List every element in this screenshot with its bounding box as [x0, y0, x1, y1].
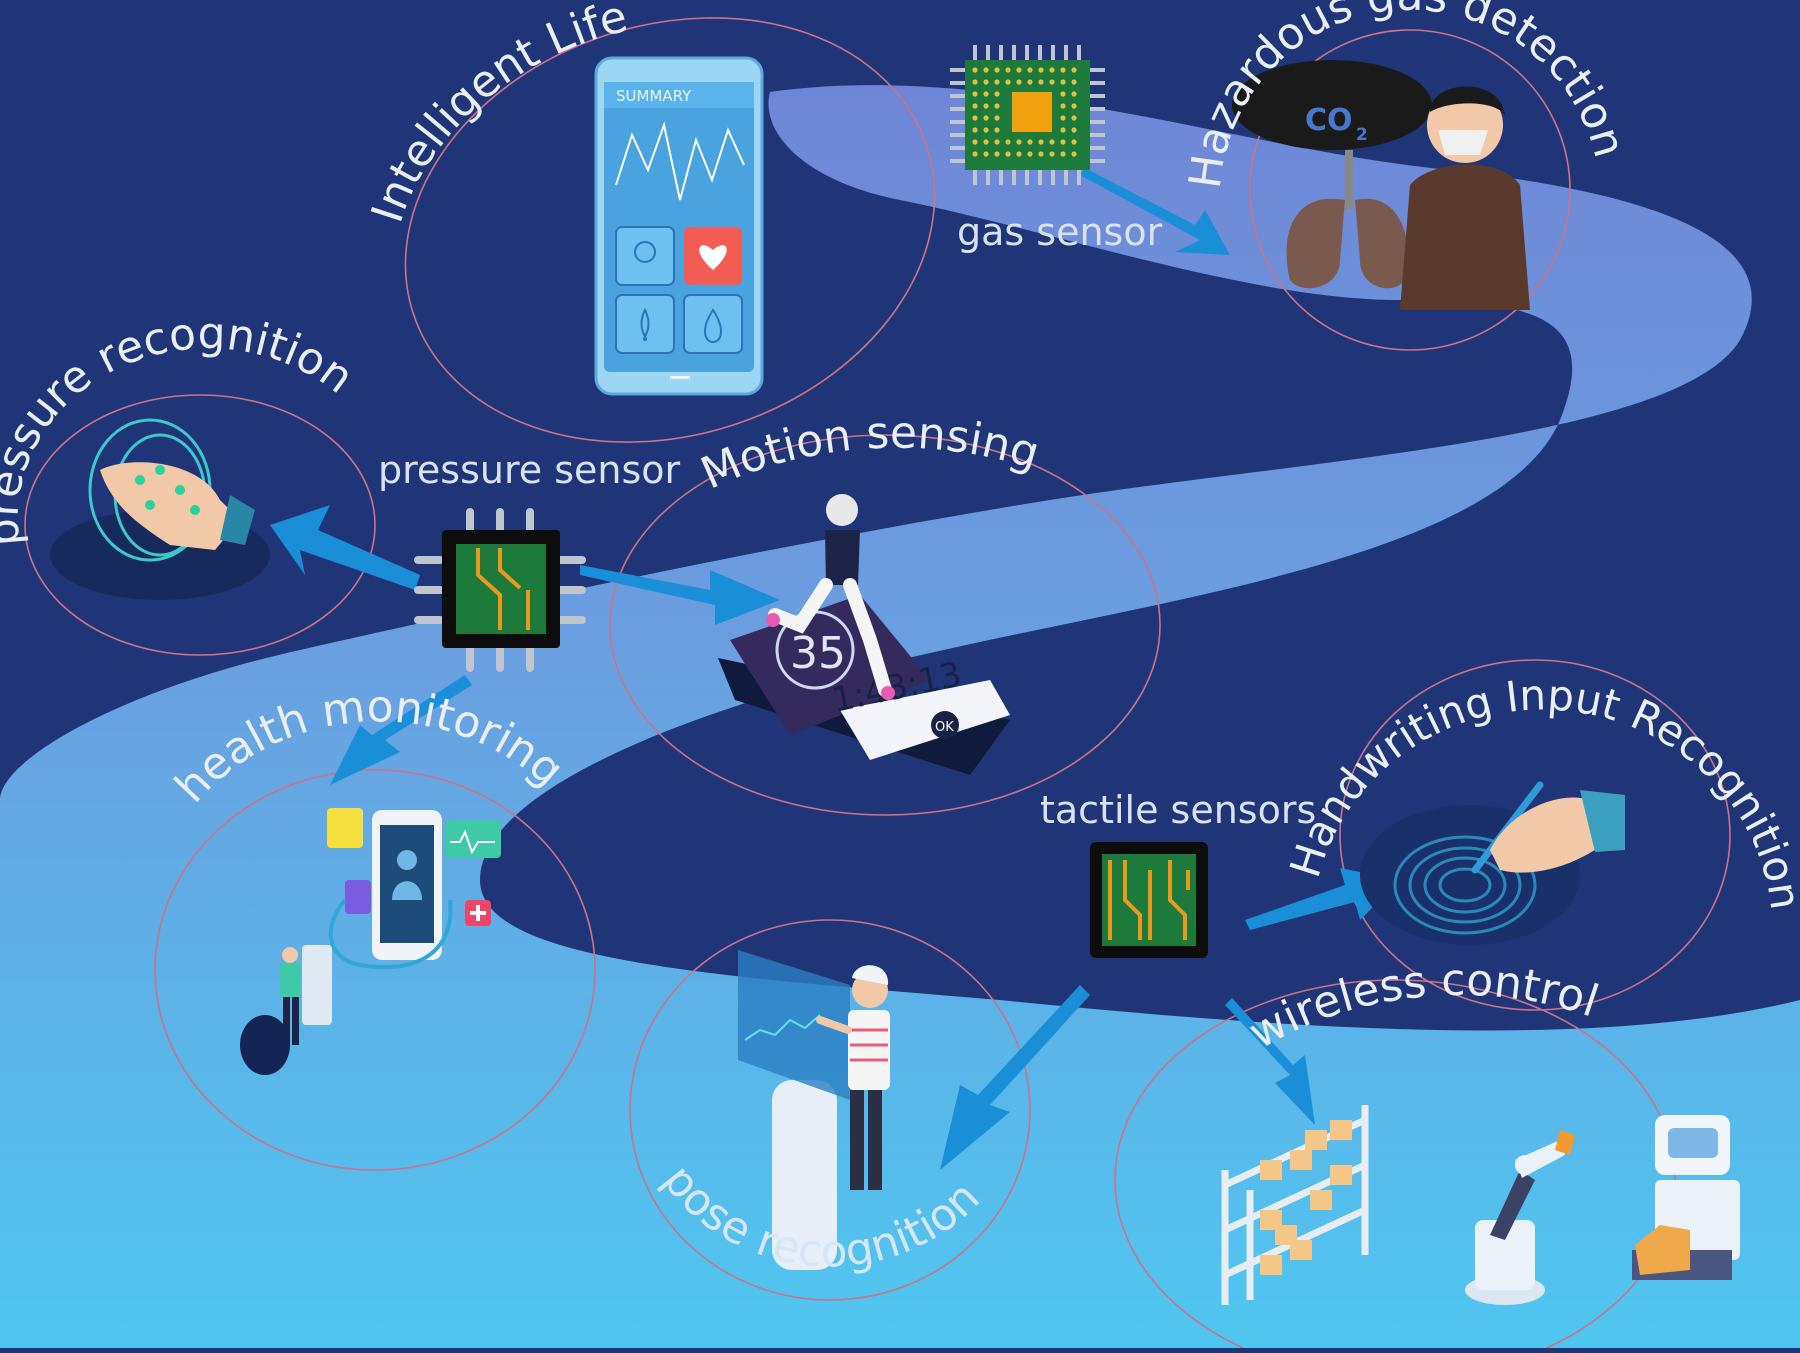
chip-dot	[983, 115, 989, 121]
chip-dot	[994, 91, 1000, 97]
lungs-icon: CO 2	[1232, 60, 1432, 289]
co2-subscript: 2	[1356, 125, 1368, 145]
circle-handwriting	[1339, 659, 1731, 1011]
sensor-label-gas: gas sensor	[957, 210, 1163, 254]
chip-dot	[983, 103, 989, 109]
arrow-pressure	[270, 505, 420, 590]
chip-dot	[983, 67, 989, 73]
chip-dot	[994, 151, 1000, 157]
chip-dot	[972, 103, 978, 109]
chip-dot	[994, 127, 1000, 133]
hand-icon	[50, 418, 270, 600]
doctor-phone-icon	[240, 808, 501, 1075]
chip-dot	[1038, 67, 1044, 73]
circle-pose	[629, 919, 1031, 1301]
winding-path	[0, 85, 1800, 1348]
chip-dot	[1027, 79, 1033, 85]
chip-dot	[1060, 91, 1066, 97]
arrows	[270, 168, 1400, 1170]
phone-summary-label: SUMMARY	[616, 87, 692, 105]
run-ok: OK	[935, 720, 954, 735]
chip-dot	[1071, 91, 1077, 97]
chip-dot	[983, 127, 989, 133]
runner-icon: 35 1:43:13 OK	[718, 494, 1010, 775]
chip-dot	[1071, 67, 1077, 73]
chip-dot	[1038, 139, 1044, 145]
chip-dot	[1060, 115, 1066, 121]
winding-path-inner	[930, 230, 1540, 349]
chip-dot	[983, 151, 989, 157]
chip-dot	[972, 115, 978, 121]
masked-person-icon	[1400, 86, 1530, 310]
chip-dot	[1071, 79, 1077, 85]
vr-person-icon	[738, 950, 890, 1270]
co2-label: CO	[1305, 103, 1353, 138]
chip-dot	[1071, 127, 1077, 133]
chip-dot	[972, 67, 978, 73]
circle-hazardous-gas	[1249, 29, 1571, 351]
chip-dot	[1060, 151, 1066, 157]
chip-dot	[1071, 103, 1077, 109]
arrow-wireless	[1225, 998, 1315, 1125]
chip-dot	[983, 139, 989, 145]
circle-pressure	[24, 394, 376, 656]
chip-dot	[994, 139, 1000, 145]
sensor-label-pressure: pressure sensor	[378, 448, 681, 492]
arrow-pose	[940, 985, 1090, 1170]
gas-chip-icon	[950, 45, 1105, 185]
chip-dot	[994, 115, 1000, 121]
chip-dot	[1071, 151, 1077, 157]
tactile-chip-icon	[1090, 842, 1208, 958]
chip-dot	[1060, 139, 1066, 145]
chip-dot	[994, 67, 1000, 73]
chip-dot	[1027, 139, 1033, 145]
chip-dot	[1071, 139, 1077, 145]
chip-dot	[1071, 115, 1077, 121]
chip-dot	[1016, 151, 1022, 157]
chip-dot	[983, 79, 989, 85]
arrow-motion	[580, 565, 780, 625]
chip-dot	[972, 139, 978, 145]
chip-dot	[1049, 151, 1055, 157]
chip-dot	[1060, 103, 1066, 109]
circle-intelligent-life	[404, 17, 936, 443]
chip-dot	[1049, 79, 1055, 85]
chip-dot	[1027, 151, 1033, 157]
arrow-health	[330, 675, 472, 785]
chip-dot	[1038, 151, 1044, 157]
chip-dot	[972, 79, 978, 85]
chip-dot	[994, 103, 1000, 109]
phone-icon: SUMMARY	[594, 56, 764, 396]
shelf-icon	[1221, 1105, 1369, 1305]
chip-dot	[972, 151, 978, 157]
chip-dot	[1060, 79, 1066, 85]
chip-dot	[1005, 67, 1011, 73]
chip-dot	[1049, 139, 1055, 145]
sensor-label-tactile: tactile sensors	[1040, 788, 1317, 832]
chip-dot	[972, 127, 978, 133]
chip-dot	[1016, 67, 1022, 73]
chip-dot	[1016, 79, 1022, 85]
chip-dot	[1060, 67, 1066, 73]
chip-dot	[1049, 67, 1055, 73]
chip-dot	[1005, 79, 1011, 85]
arrow-gas	[1080, 168, 1230, 255]
pressure-chip-icon	[414, 508, 586, 672]
chip-dot	[1016, 139, 1022, 145]
robot-arm-icon	[1465, 1115, 1740, 1305]
circle-motion	[609, 434, 1161, 816]
run-number: 35	[790, 628, 846, 679]
chip-dot	[1038, 79, 1044, 85]
chip-dot	[994, 79, 1000, 85]
chip-dot	[983, 91, 989, 97]
chip-dot	[972, 91, 978, 97]
pen-hand-icon	[1360, 781, 1625, 945]
chip-dot	[1005, 139, 1011, 145]
chip-dot	[1027, 67, 1033, 73]
circle-health	[154, 769, 596, 1171]
chip-dot	[1005, 151, 1011, 157]
chip-dot	[1060, 127, 1066, 133]
